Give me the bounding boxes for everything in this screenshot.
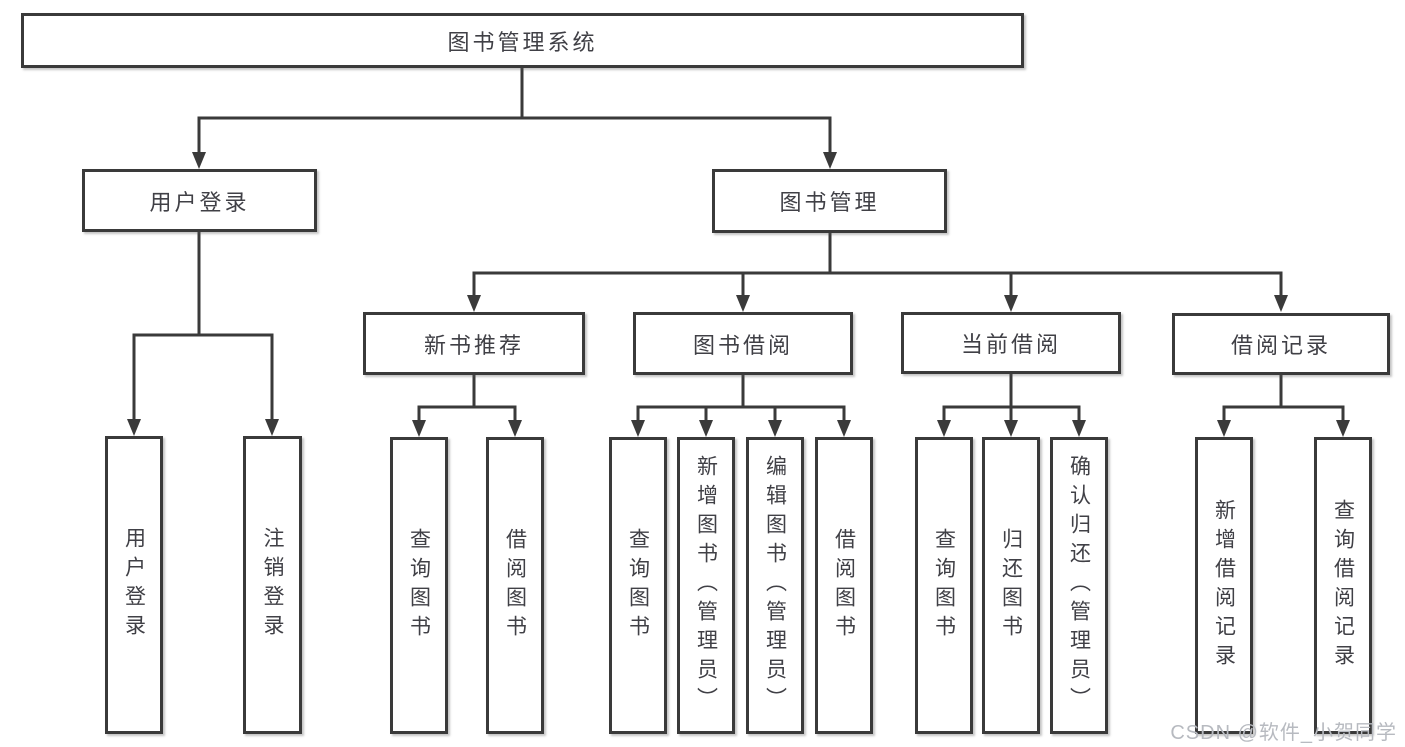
leaf-query-borrow-record: 查询借阅记录 [1314,437,1372,734]
leaf-edit-books-admin-label: 编辑图书（管理员） [763,455,787,716]
leaf-query-borrow-record-label: 查询借阅记录 [1331,498,1355,673]
leaf-query-books-borrowing-label: 查询图书 [626,527,650,644]
leaf-add-books-admin: 新增图书（管理员） [677,437,735,734]
csdn-watermark: CSDN @软件_小贺同学 [1170,722,1397,744]
leaf-logout-label: 注销登录 [261,527,284,643]
node-user-login: 用户登录 [82,169,317,232]
leaf-return-books: 归还图书 [982,437,1040,734]
node-borrowing-records: 借阅记录 [1172,313,1390,375]
leaf-user-login: 用户登录 [105,436,163,734]
leaf-query-books-recommend: 查询图书 [390,437,448,734]
node-root: 图书管理系统 [21,13,1024,68]
leaf-edit-books-admin: 编辑图书（管理员） [746,437,804,734]
leaf-add-borrow-record-label: 新增借阅记录 [1212,498,1236,673]
leaf-confirm-return-admin-label: 确认归还（管理员） [1067,455,1091,716]
node-borrowing-records-label: 借阅记录 [1230,333,1331,358]
leaf-logout: 注销登录 [243,436,302,734]
node-current-borrowing: 当前借阅 [901,312,1121,374]
node-book-management: 图书管理 [712,169,947,233]
node-new-book-recommend-label: 新书推荐 [423,332,524,358]
leaf-borrow-books-recommend-label: 借阅图书 [503,527,527,644]
node-book-borrowing-label: 图书借阅 [692,332,793,358]
leaf-user-login-label: 用户登录 [122,527,146,643]
leaf-query-books-current: 查询图书 [915,437,973,734]
leaf-add-borrow-record: 新增借阅记录 [1195,437,1253,734]
node-new-book-recommend: 新书推荐 [363,312,585,375]
leaf-add-books-admin-label: 新增图书（管理员） [694,455,718,716]
node-user-login-label: 用户登录 [149,189,250,215]
leaf-query-books-current-label: 查询图书 [932,527,956,644]
node-book-borrowing: 图书借阅 [633,312,853,375]
leaf-query-books-borrowing: 查询图书 [609,437,667,734]
leaf-borrow-books: 借阅图书 [815,437,873,734]
node-current-borrowing-label: 当前借阅 [960,332,1061,357]
arrowheads [127,152,1350,437]
leaf-query-books-recommend-label: 查询图书 [407,527,431,644]
leaf-return-books-label: 归还图书 [999,527,1023,644]
leaf-confirm-return-admin: 确认归还（管理员） [1050,437,1108,734]
node-root-label: 图书管理系统 [447,29,598,55]
node-book-management-label: 图书管理 [779,190,880,215]
leaf-borrow-books-label: 借阅图书 [832,527,856,644]
leaf-borrow-books-recommend: 借阅图书 [486,437,544,734]
